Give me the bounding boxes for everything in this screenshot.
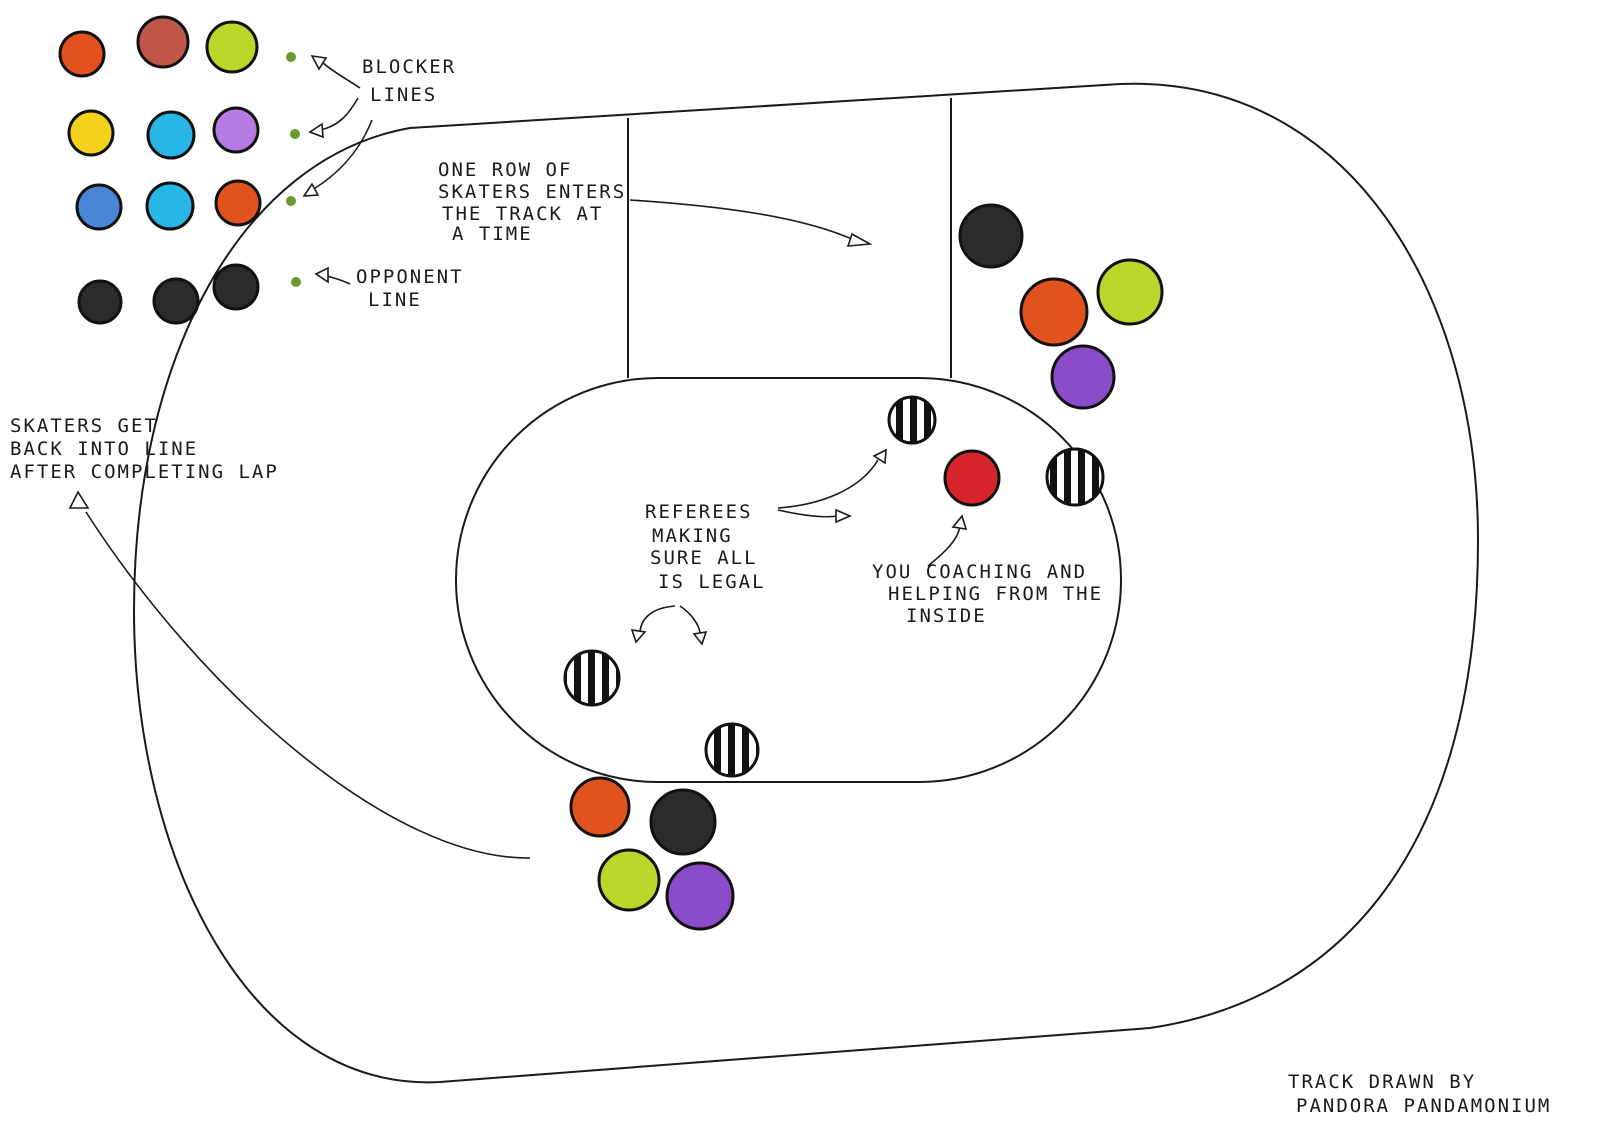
skater-token bbox=[214, 179, 262, 227]
credit-label-line: PANDORA PANDAMONIUM bbox=[1296, 1095, 1551, 1117]
back-into-line-label-line: AFTER COMPLETING LAP bbox=[10, 461, 279, 483]
coach-label: YOU COACHING AND HELPING FROM THE INSIDE bbox=[872, 561, 1103, 627]
svg-text:BLOCKER: BLOCKER bbox=[362, 56, 456, 78]
skater-token bbox=[77, 279, 123, 325]
credit-label: TRACK DRAWN BY PANDORA PANDAMONIUM bbox=[1288, 1071, 1551, 1117]
svg-text:YOU COACHING AND: YOU COACHING AND bbox=[872, 561, 1087, 583]
skater-token bbox=[152, 277, 200, 325]
skater-token bbox=[67, 109, 115, 157]
enters-track-label: ONE ROW OF SKATERS ENTERS THE TRACK AT A… bbox=[438, 159, 626, 245]
referees-label: REFEREES MAKING SURE ALL IS LEGAL bbox=[645, 501, 766, 593]
enters-track-label-line: SKATERS ENTERS bbox=[438, 181, 626, 203]
blocker-lines-label-line: LINES bbox=[370, 84, 437, 106]
svg-text:SURE ALL: SURE ALL bbox=[650, 547, 758, 569]
svg-text:TRACK DRAWN BY: TRACK DRAWN BY bbox=[1288, 1071, 1476, 1093]
enters-track-label-line: THE TRACK AT bbox=[442, 203, 603, 225]
inner-infield-boundary bbox=[455, 377, 1122, 783]
skater-token bbox=[569, 776, 631, 838]
svg-text:LINE: LINE bbox=[368, 289, 422, 311]
back-into-line-label: SKATERS GET BACK INTO LINE AFTER COMPLET… bbox=[10, 415, 279, 483]
svg-text:SKATERS GET: SKATERS GET bbox=[10, 415, 158, 437]
svg-text:BACK INTO LINE: BACK INTO LINE bbox=[10, 438, 198, 460]
svg-text:SKATERS ENTERS: SKATERS ENTERS bbox=[438, 181, 626, 203]
back-into-line-label-line: SKATERS GET bbox=[10, 415, 158, 437]
enters-track-label-line: ONE ROW OF bbox=[438, 159, 572, 181]
skater-token bbox=[1050, 344, 1116, 410]
skater-token bbox=[145, 181, 195, 231]
skater-token bbox=[649, 788, 717, 856]
svg-text:A TIME: A TIME bbox=[452, 223, 533, 245]
skater-token bbox=[958, 203, 1024, 269]
line-marker-dot bbox=[286, 52, 296, 62]
skater-token bbox=[597, 848, 661, 912]
pack-right bbox=[958, 203, 1164, 410]
skater-token bbox=[146, 110, 196, 160]
svg-text:MAKING: MAKING bbox=[652, 525, 733, 547]
blocker-lines bbox=[58, 15, 262, 231]
skater-token bbox=[205, 20, 259, 74]
line-marker-dot bbox=[286, 196, 296, 206]
opponent-line-label: OPPONENT LINE bbox=[356, 266, 464, 311]
opponent-line-label-line: LINE bbox=[368, 289, 422, 311]
line-marker-dot bbox=[291, 277, 301, 287]
enters-track-label-line: A TIME bbox=[452, 223, 533, 245]
referee-token bbox=[1045, 447, 1105, 507]
svg-text:LINES: LINES bbox=[370, 84, 437, 106]
referee-token bbox=[887, 395, 937, 445]
svg-text:OPPONENT: OPPONENT bbox=[356, 266, 464, 288]
svg-text:PANDORA PANDAMONIUM: PANDORA PANDAMONIUM bbox=[1296, 1095, 1551, 1117]
blocker-lines-label: BLOCKER LINES bbox=[362, 56, 456, 106]
pack-bottom bbox=[569, 776, 735, 931]
credit-label-line: TRACK DRAWN BY bbox=[1288, 1071, 1476, 1093]
coach-token bbox=[943, 449, 1001, 507]
svg-text:ONE ROW OF: ONE ROW OF bbox=[438, 159, 572, 181]
referees-label-line: SURE ALL bbox=[650, 547, 758, 569]
skater-token bbox=[665, 861, 735, 931]
coach-label-line: INSIDE bbox=[906, 605, 987, 627]
referee-token bbox=[704, 722, 760, 778]
skater-token bbox=[1019, 277, 1089, 347]
back-into-line-label-line: BACK INTO LINE bbox=[10, 438, 198, 460]
coach-label-line: HELPING FROM THE bbox=[888, 583, 1103, 605]
skater-token bbox=[1096, 258, 1164, 326]
svg-text:HELPING FROM THE: HELPING FROM THE bbox=[888, 583, 1103, 605]
referees-label-line: MAKING bbox=[652, 525, 733, 547]
outer-track-boundary bbox=[132, 82, 1480, 1084]
skater-token bbox=[136, 15, 190, 69]
svg-text:AFTER COMPLETING LAP: AFTER COMPLETING LAP bbox=[10, 461, 279, 483]
skater-token bbox=[75, 183, 123, 231]
blocker-lines-label-line: BLOCKER bbox=[362, 56, 456, 78]
opponent-line-label-line: OPPONENT bbox=[356, 266, 464, 288]
arrows bbox=[68, 54, 968, 859]
referee-token bbox=[563, 649, 621, 707]
svg-text:INSIDE: INSIDE bbox=[906, 605, 987, 627]
skater-token bbox=[58, 30, 106, 78]
opponent-line bbox=[77, 263, 260, 325]
skater-token bbox=[212, 263, 260, 311]
referees-label-line: IS LEGAL bbox=[658, 571, 766, 593]
svg-text:THE TRACK AT: THE TRACK AT bbox=[442, 203, 603, 225]
svg-text:IS LEGAL: IS LEGAL bbox=[658, 571, 766, 593]
skater-token bbox=[212, 106, 260, 154]
referees-label-line: REFEREES bbox=[645, 501, 753, 523]
line-marker-dot bbox=[290, 129, 300, 139]
svg-text:REFEREES: REFEREES bbox=[645, 501, 753, 523]
coach-label-line: YOU COACHING AND bbox=[872, 561, 1087, 583]
